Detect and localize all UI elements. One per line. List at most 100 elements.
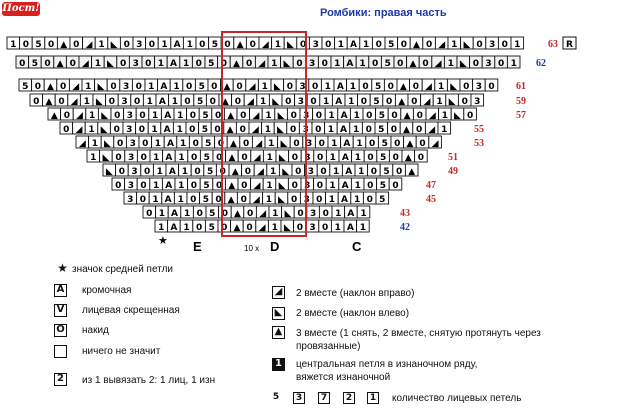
chart-cell-symbol: 0 [141, 153, 147, 163]
chart-cell-symbol: 0 [292, 181, 298, 191]
chart-cell-symbol: 0 [463, 82, 469, 92]
chart-cell-symbol: 0 [145, 59, 151, 69]
chart-cell-symbol: 0 [115, 153, 121, 163]
chart-cell-symbol: 1 [183, 59, 189, 69]
row-number: 55 [474, 124, 484, 135]
chart-cell-symbol: 5 [380, 153, 386, 163]
chart-cell-symbol: 0 [315, 125, 321, 135]
chart-cell-symbol: ◣ [283, 59, 290, 69]
chart-cell-symbol: A [342, 181, 349, 191]
chart-cell-symbol: 0 [323, 209, 329, 219]
chart-cell-symbol: 1 [331, 139, 337, 149]
chart-cell-symbol: 0 [322, 223, 328, 233]
chart-cell-symbol: ▲ [228, 181, 235, 191]
chart-cell-symbol: 3 [308, 167, 314, 177]
chart-cell-symbol: 1 [157, 167, 163, 177]
chart-cell-symbol: ▲ [60, 40, 67, 50]
chart-cell-symbol: 1 [354, 195, 360, 205]
chart-cell-symbol: 0 [241, 181, 247, 191]
chart-cell-symbol: ◢ [259, 209, 266, 219]
chart-cell-symbol: 1 [355, 153, 361, 163]
legend-twisted-knit-icon: V [54, 304, 67, 317]
chart-cell-symbol: A [350, 40, 357, 50]
chart-cell-symbol: 0 [35, 82, 41, 92]
chart-cell-symbol: 1 [268, 139, 274, 149]
chart-cell-symbol: ◣ [463, 40, 470, 50]
chart-cell-symbol: 0 [287, 82, 293, 92]
chart-cell-symbol: 1 [151, 125, 157, 135]
chart-cell-symbol: ◢ [257, 167, 264, 177]
chart-cell-symbol: 1 [354, 111, 360, 121]
row-number: 61 [516, 81, 526, 92]
chart-cell-symbol: 1 [329, 181, 335, 191]
chart-cell-symbol: A [165, 195, 172, 205]
chart-cell-symbol: 0 [109, 97, 115, 107]
chart-cell-symbol: 5 [32, 59, 38, 69]
chart-cell-symbol: 5 [375, 82, 381, 92]
chart-cell-symbol: 0 [291, 111, 297, 121]
chart-cell-symbol: ◢ [429, 111, 436, 121]
chart-cell-symbol: 0 [124, 40, 130, 50]
chart-cell-symbol: 0 [240, 111, 246, 121]
chart-cell-symbol: 0 [371, 167, 377, 177]
chart-cell-symbol: ◢ [438, 40, 445, 50]
chart-cell-symbol: A [347, 223, 354, 233]
chart-cell-symbol: 1 [355, 181, 361, 191]
chart-cell-symbol: 5 [203, 181, 209, 191]
chart-cell-symbol: 1 [161, 40, 167, 50]
chart-cell-symbol: ◣ [101, 111, 108, 121]
chart-cell-symbol: 1 [152, 195, 158, 205]
row-number: 47 [426, 180, 436, 191]
chart-cell-symbol: 0 [73, 40, 79, 50]
chart-cell-symbol: 0 [325, 40, 331, 50]
chart-cell-symbol: 0 [391, 111, 397, 121]
chart-cell-symbol: 0 [114, 111, 120, 121]
chart-cell-symbol: 1 [177, 125, 183, 135]
chart-cell-symbol: ▲ [234, 209, 241, 219]
chart-cell-symbol: 0 [110, 82, 116, 92]
chart-cell-symbol: 0 [190, 195, 196, 205]
row-number: 45 [426, 194, 436, 205]
chart-cell-symbol: ▲ [404, 111, 411, 121]
chart-cell-symbol: 1 [84, 97, 90, 107]
chart-cell-symbol: ◢ [247, 97, 254, 107]
chart-cell-symbol: ◣ [284, 223, 291, 233]
chart-cell-symbol: ▲ [400, 82, 407, 92]
chart-cell-symbol: 5 [202, 125, 208, 135]
section-label-d: D [270, 239, 279, 254]
chart-cell-symbol: A [342, 153, 349, 163]
chart-cell-symbol: A [164, 111, 171, 121]
chart-cell-symbol: ◢ [259, 223, 266, 233]
chart-cell-symbol: ◢ [252, 125, 259, 135]
chart-cell-symbol: 0 [235, 97, 241, 107]
chart-cell-symbol: 1 [98, 40, 104, 50]
row-number: 42 [400, 222, 410, 233]
chart-cell-symbol: 0 [394, 139, 400, 149]
chart-cell [506, 55, 521, 69]
chart-cell-symbol: 5 [382, 139, 388, 149]
chart-cell-symbol: A [345, 167, 352, 177]
chart-cell-symbol: 0 [184, 97, 190, 107]
chart-cell-symbol: 1 [90, 153, 96, 163]
chart-cell-symbol: ▲ [409, 59, 416, 69]
chart-cell-symbol: ◣ [279, 153, 286, 163]
legend-increase-icon: 2 [54, 373, 67, 386]
chart-cell-symbol: 0 [419, 139, 425, 149]
chart-cell-symbol: 0 [221, 59, 227, 69]
chart-cell-symbol: 0 [216, 153, 222, 163]
chart-cell-symbol: 0 [293, 139, 299, 149]
chart-cell-symbol: 1 [182, 167, 188, 177]
chart-cell-symbol: 0 [120, 59, 126, 69]
chart-cell-symbol: ◢ [428, 125, 435, 135]
chart-cell-symbol: A [337, 82, 344, 92]
chart-cell [356, 219, 370, 233]
row-number: 57 [516, 110, 526, 121]
chart-cell-symbol: 1 [265, 125, 271, 135]
legend-empty-text: ничего не значит [82, 346, 161, 357]
legend-star-icon: ★ [56, 261, 69, 276]
chart-cell-symbol: ▲ [230, 139, 237, 149]
row-number: 53 [474, 138, 484, 149]
